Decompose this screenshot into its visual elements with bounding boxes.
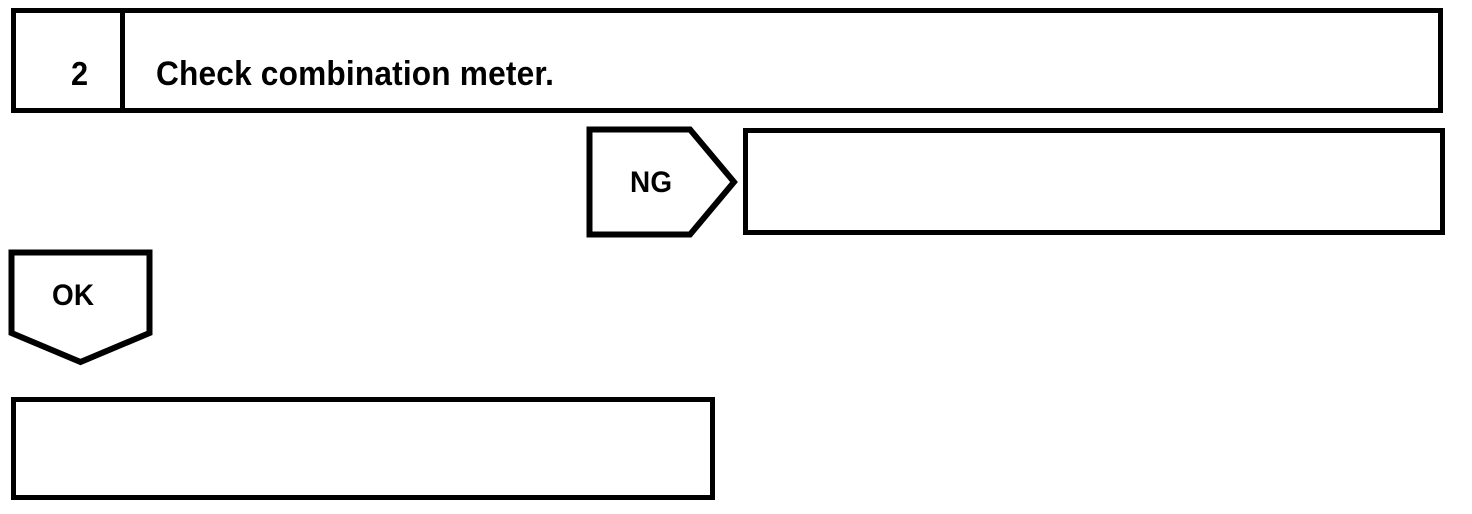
step-box: 2 Check combination meter.	[11, 8, 1443, 113]
ng-chevron-icon	[586, 126, 738, 238]
ok-action-box: Check and replace cruise control ECU	[11, 397, 715, 500]
ok-result-label: OK	[52, 279, 95, 312]
step-box-divider	[120, 13, 125, 108]
ok-chevron-shape	[8, 249, 153, 366]
ng-chevron-shape	[586, 126, 738, 238]
ng-action-box: Replace combination meter.	[743, 128, 1445, 235]
ok-chevron-icon	[8, 249, 153, 366]
ng-result-label: NG	[630, 166, 673, 199]
step-number: 2	[71, 55, 89, 92]
step-instruction-label: Check combination meter.	[156, 55, 555, 93]
